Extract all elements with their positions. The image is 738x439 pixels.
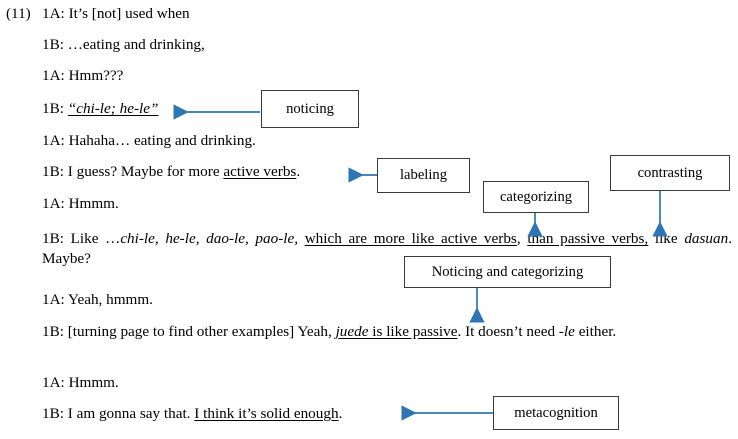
line-prefix: 1B: Like …: [42, 230, 121, 247]
line-text: 1A: Hmm???: [42, 67, 124, 84]
callout-label: noticing: [286, 100, 334, 117]
highlighted-phrase-than-passive-verbs: than passive verbs,: [527, 230, 649, 247]
line-text: 1A: It’s [not] used when: [42, 5, 190, 22]
transcript-line-6: 1B: I guess? Maybe for more active verbs…: [42, 162, 300, 182]
transcript-line-4: 1B: “chi-le; he-le”: [42, 99, 158, 119]
transcript-line-7: 1A: Hmmm.: [42, 194, 119, 214]
line-text: 1A: Hmmm.: [42, 195, 119, 212]
line-text: 1A: Yeah, hmmm.: [42, 291, 153, 308]
callout-box-labeling[interactable]: labeling: [377, 158, 470, 193]
line-suffix: either.: [574, 323, 617, 340]
highlighted-phrase-active-verbs: active verbs: [223, 163, 297, 180]
line-text: 1A: Hahaha… eating and drinking.: [42, 132, 256, 149]
italic-phrase-juede: juede: [335, 323, 369, 340]
example-number: (11): [6, 5, 31, 22]
line-prefix: 1B:: [42, 100, 68, 117]
transcript-line-5: 1A: Hahaha… eating and drinking.: [42, 131, 256, 151]
callout-box-metacognition[interactable]: metacognition: [493, 396, 619, 430]
italic-phrase-le: -le: [558, 323, 575, 340]
transcript-line-2: 1B: …eating and drinking,: [42, 35, 205, 55]
callout-label: metacognition: [514, 404, 598, 421]
callout-box-noticing-and-categorizing[interactable]: Noticing and categorizing: [404, 256, 611, 288]
callout-label: contrasting: [637, 164, 703, 181]
callout-box-noticing[interactable]: noticing: [261, 90, 359, 128]
transcript-line-9: 1A: Yeah, hmmm.: [42, 290, 153, 310]
callout-box-contrasting[interactable]: contrasting: [610, 155, 730, 191]
italic-phrase-dasuan: dasuan: [684, 230, 729, 247]
italic-phrase-verb-list: chi-le, he-le, dao-le, pao-le,: [120, 230, 299, 247]
line-text: 1B: …eating and drinking,: [42, 36, 205, 53]
line-prefix: 1B: I am gonna say that.: [42, 405, 195, 422]
transcript-line-10: 1B: [turning page to find other examples…: [42, 322, 732, 342]
transcript-line-3: 1A: Hmm???: [42, 66, 123, 86]
line-comma: ,: [516, 230, 528, 247]
highlighted-phrase-i-think-its-solid-enough: I think it’s solid enough: [194, 405, 339, 422]
transcript-line-1: 1A: It’s [not] used when: [42, 4, 190, 24]
line-suffix: .: [338, 405, 343, 422]
callout-box-categorizing[interactable]: categorizing: [483, 181, 589, 213]
transcript-line-11: 1A: Hmmm.: [42, 373, 119, 393]
callout-label: categorizing: [499, 188, 573, 205]
line-prefix: 1B: [turning page to find other examples…: [42, 323, 336, 340]
callout-label: Noticing and categorizing: [431, 263, 584, 280]
line-prefix: 1B: I guess? Maybe for more: [42, 163, 224, 180]
callout-label: labeling: [399, 167, 447, 184]
highlighted-phrase-which-are-more-like-active-verbs: which are more like active verbs: [304, 230, 517, 247]
line-text: 1A: Hmmm.: [42, 374, 119, 391]
line-suffix: .: [296, 163, 301, 180]
highlighted-phrase-chi-le-he-le: “chi-le; he-le”: [67, 100, 159, 117]
line-mid: . It doesn’t need: [457, 323, 559, 340]
line-suffix: . Maybe?: [42, 230, 733, 267]
transcript-line-12: 1B: I am gonna say that. I think it’s so…: [42, 404, 342, 424]
highlighted-phrase-is-like-passive: is like passive: [368, 323, 458, 340]
